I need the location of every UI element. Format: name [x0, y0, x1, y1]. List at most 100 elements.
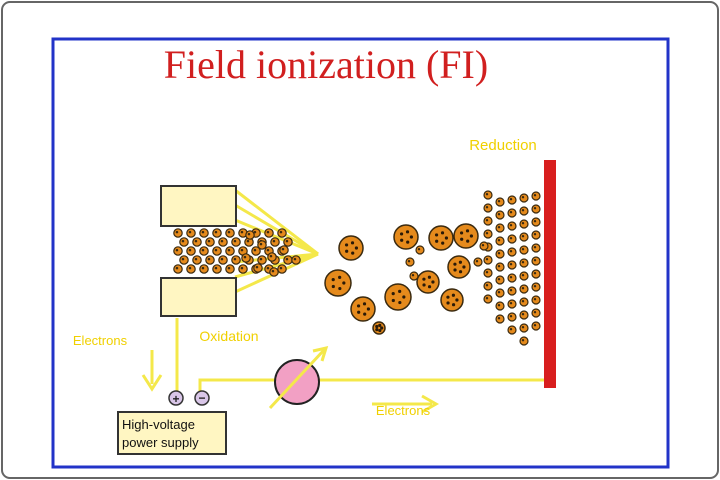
reduced-molecule [409, 271, 419, 281]
reduced-molecule-core [509, 289, 513, 292]
stream-molecule-core [188, 266, 192, 270]
stream-molecule [186, 264, 196, 274]
ion-sphere-dot [440, 231, 445, 235]
reduced-molecule [531, 204, 541, 214]
stream-molecule [179, 237, 189, 247]
stream-molecule [173, 228, 183, 238]
ion-sphere-dot [331, 278, 335, 282]
reduced-molecule [507, 299, 517, 309]
wiring [141, 188, 544, 414]
stream-molecule [205, 237, 215, 247]
stream-molecule [245, 230, 255, 240]
reduced-molecule-core [521, 261, 525, 264]
stream-molecule [257, 240, 267, 250]
ion-sphere-dot [345, 249, 349, 253]
reduced-molecule-core [509, 211, 513, 214]
stream-molecule [241, 253, 251, 263]
ion-sphere-dot [405, 230, 410, 234]
ion-sphere-dot [344, 243, 349, 247]
ion-sphere-dot [469, 234, 473, 238]
reduced-molecule [507, 247, 517, 257]
ion-sphere-dot [331, 284, 335, 289]
reduced-molecule [473, 257, 483, 267]
stream-molecule [179, 255, 189, 265]
reduced-molecule-core [497, 239, 501, 242]
ion-sphere-dot [451, 293, 456, 297]
reduced-molecule [519, 232, 529, 242]
ion-sphere-dot [441, 241, 445, 245]
electrons-label-left: Electrons [73, 333, 128, 348]
stream-molecule-core [247, 232, 251, 236]
reduced-molecule-core [497, 304, 501, 307]
stream-molecule [212, 228, 222, 238]
stream-molecule-core [220, 257, 224, 261]
reduced-molecule-core [509, 302, 513, 305]
reduced-molecule [519, 310, 529, 320]
reduced-molecule-core [497, 200, 501, 203]
lower-electrode [160, 277, 237, 317]
reduced-molecule [483, 203, 493, 213]
stream-molecule [225, 264, 235, 274]
stream-molecule-core [181, 257, 185, 261]
reduced-molecule [519, 193, 529, 203]
reduced-molecule [519, 206, 529, 216]
ion-sphere-dot [363, 312, 367, 316]
reduced-molecule [495, 210, 505, 220]
stream-molecule-core [279, 230, 283, 234]
ion-sphere-dot [431, 280, 435, 284]
stream-molecule-core [201, 266, 205, 270]
stream-molecule-core [175, 230, 179, 234]
ion-sphere-dot [422, 277, 426, 281]
reduced-molecule [483, 281, 493, 291]
reduced-molecule [495, 249, 505, 259]
reduced-molecule-core [407, 260, 411, 263]
ammeter-needle-arrow [312, 345, 329, 362]
ammeter [268, 345, 329, 410]
stream-molecule-core [220, 239, 224, 243]
stream-molecule [192, 255, 202, 265]
ion-sphere-dot [398, 300, 402, 305]
stream-molecule-core [201, 248, 205, 252]
positive-symbol: + [172, 392, 179, 406]
stream-molecule-core [271, 269, 275, 273]
reduced-molecule-core [521, 313, 525, 316]
ion-sphere [428, 225, 454, 251]
reduced-molecule-core [485, 219, 489, 222]
reduced-molecule-core [533, 311, 537, 314]
negative-symbol: − [198, 391, 205, 405]
reduced-molecule-core [521, 339, 525, 342]
ion-sphere-dot [354, 246, 358, 250]
reduced-molecule-core [497, 265, 501, 268]
stream-molecule [231, 255, 241, 265]
stream-molecule [253, 263, 263, 273]
reduced-molecule-core [521, 222, 525, 225]
ion-sphere-dot [380, 326, 384, 330]
stream-molecule [173, 264, 183, 274]
ion-sphere [324, 269, 352, 297]
reduced-molecule-core [509, 250, 513, 253]
ion-sphere-dot [338, 286, 342, 291]
reduced-molecule-core [533, 246, 537, 249]
ion-sphere-dot [460, 237, 464, 241]
reduced-molecule [531, 230, 541, 240]
stream-molecule-core [214, 266, 218, 270]
reduced-molecule [483, 190, 493, 200]
reduced-molecule-core [509, 263, 513, 266]
stream-molecule [199, 228, 209, 238]
reduced-molecule [531, 269, 541, 279]
stream-molecule [291, 255, 301, 265]
stream-molecule [225, 246, 235, 256]
ion-sphere-dot [342, 281, 346, 285]
stream-molecule [279, 245, 289, 255]
stream-molecule [225, 228, 235, 238]
ion-sphere-dot [378, 328, 382, 333]
stream-molecule-core [246, 239, 250, 243]
stream-molecule [186, 228, 196, 238]
stream-molecule-core [266, 266, 270, 270]
reduced-molecule [405, 257, 415, 267]
reduced-molecule [483, 294, 493, 304]
reduced-molecule [519, 297, 529, 307]
ion-sphere-dot [465, 229, 470, 233]
